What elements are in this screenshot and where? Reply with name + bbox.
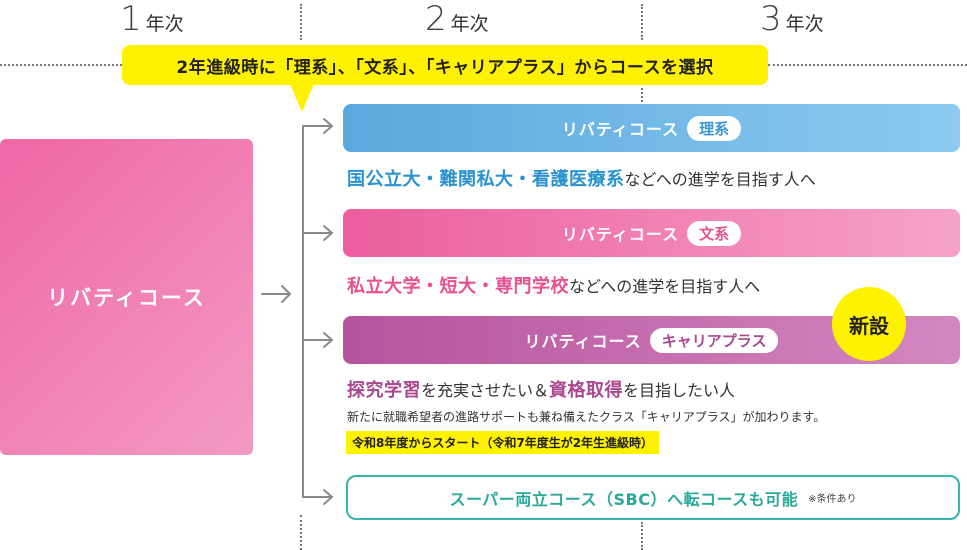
new-badge: 新設: [832, 287, 906, 361]
liberty-course-box: リバティコース: [0, 139, 253, 455]
year-divider-1-lower: [300, 515, 302, 550]
course-name: リバティコース: [524, 332, 642, 351]
year-label: 年次: [145, 13, 184, 35]
course-bar-humanities: リバティコース 文系: [343, 209, 960, 257]
course-desc-science: 国公立大・難関私大・看護医療系 などへの進学を目指す人へ: [347, 165, 816, 191]
banner-line-right: [768, 64, 967, 66]
course-desc-career-plus: 探究学習 を充実させたい＆ 資格取得 を目指したい人: [347, 376, 735, 402]
year-divider-2-mid: [641, 88, 643, 102]
year-divider-2-lower: [641, 522, 643, 550]
course-desc-humanities: 私立大学・短大・専門学校 などへの進学を目指す人へ: [347, 272, 760, 298]
start-date-badge: 令和8年度からスタート（令和7年度生が2年生進級時）: [346, 431, 660, 454]
main-arrow-head: [281, 285, 291, 303]
year-3-header: 3 年次: [760, 2, 824, 41]
year-label: 年次: [450, 13, 489, 35]
year-divider-1: [300, 4, 302, 40]
sbc-label: スーパー両立コース（SBC）へ転コースも可能: [449, 489, 799, 509]
course-tag-humanities: 文系: [687, 220, 742, 246]
year-number: 3: [760, 0, 782, 39]
year-2-header: 2 年次: [425, 2, 489, 41]
year-label: 年次: [785, 13, 824, 35]
branch-bunkei-head: [323, 225, 333, 241]
branch-career-head: [323, 332, 333, 348]
desc-suffix: などへの進学を目指す人へ: [569, 277, 761, 296]
course-tag-science: 理系: [687, 115, 742, 141]
new-badge-label: 新設: [849, 313, 889, 338]
course-name: リバティコース: [561, 120, 680, 139]
course-name: リバティコース: [561, 225, 680, 244]
year-divider-2: [641, 4, 643, 40]
banner-pointer: [290, 84, 314, 112]
banner-line-left: [0, 64, 122, 66]
desc-highlight-1: 探究学習: [347, 380, 421, 401]
selection-banner: 2年進級時に「理系」、「文系」、「キャリアプラス」からコースを選択: [122, 45, 768, 85]
course-tag-career-plus: キャリアプラス: [649, 327, 779, 353]
course-bar-science: リバティコース 理系: [343, 104, 960, 152]
year-number: 2: [425, 0, 447, 39]
banner-text: 2年進級時に「理系」、「文系」、「キャリアプラス」からコースを選択: [176, 57, 714, 78]
year-number: 1: [120, 0, 142, 39]
branch-rikei-head: [323, 118, 333, 134]
desc-highlight: 国公立大・難関私大・看護医療系: [347, 169, 625, 190]
desc-middle: を充実させたい＆: [421, 381, 550, 400]
sbc-transfer-box: スーパー両立コース（SBC）へ転コースも可能 ※条件あり: [346, 475, 960, 520]
desc-suffix: などへの進学を目指す人へ: [624, 170, 816, 189]
career-plus-note: 新たに就職希望者の進路サポートも兼ね備えたクラス「キャリアプラス」が加わります。: [347, 410, 826, 424]
desc-highlight-2: 資格取得: [549, 380, 624, 401]
branch-sbc-head: [323, 489, 333, 505]
desc-highlight: 私立大学・短大・専門学校: [347, 276, 569, 297]
sbc-condition-note: ※条件あり: [808, 494, 857, 505]
desc-suffix: を目指したい人: [623, 381, 736, 400]
year-1-header: 1 年次: [120, 2, 184, 41]
liberty-course-label: リバティコース: [47, 286, 206, 310]
